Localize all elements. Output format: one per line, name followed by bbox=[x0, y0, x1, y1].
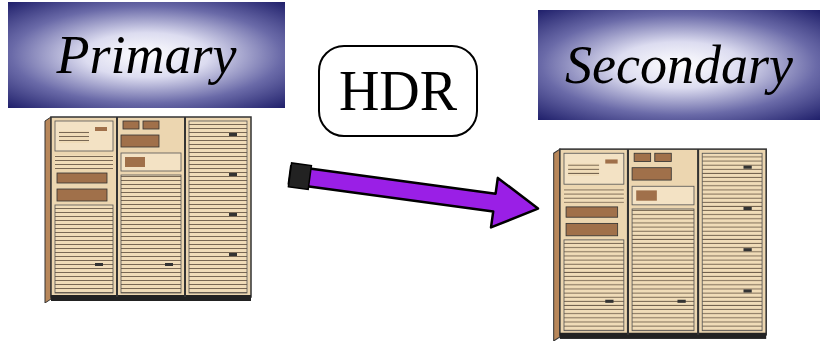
secondary-server bbox=[554, 149, 767, 341]
primary-server bbox=[45, 117, 251, 303]
hdr-label-box: HDR bbox=[318, 45, 478, 137]
replication-arrow bbox=[288, 163, 538, 228]
protocol-label: HDR bbox=[339, 63, 457, 119]
primary-node: Primary bbox=[8, 2, 290, 300]
arrow-tail-cap bbox=[288, 163, 311, 190]
server-title: Secondary bbox=[565, 38, 793, 92]
secondary-node: Secondary bbox=[538, 10, 822, 341]
server-title: Primary bbox=[57, 28, 237, 82]
title-band: Primary bbox=[8, 2, 285, 108]
arrow-body bbox=[289, 166, 538, 228]
title-band: Secondary bbox=[538, 10, 820, 120]
